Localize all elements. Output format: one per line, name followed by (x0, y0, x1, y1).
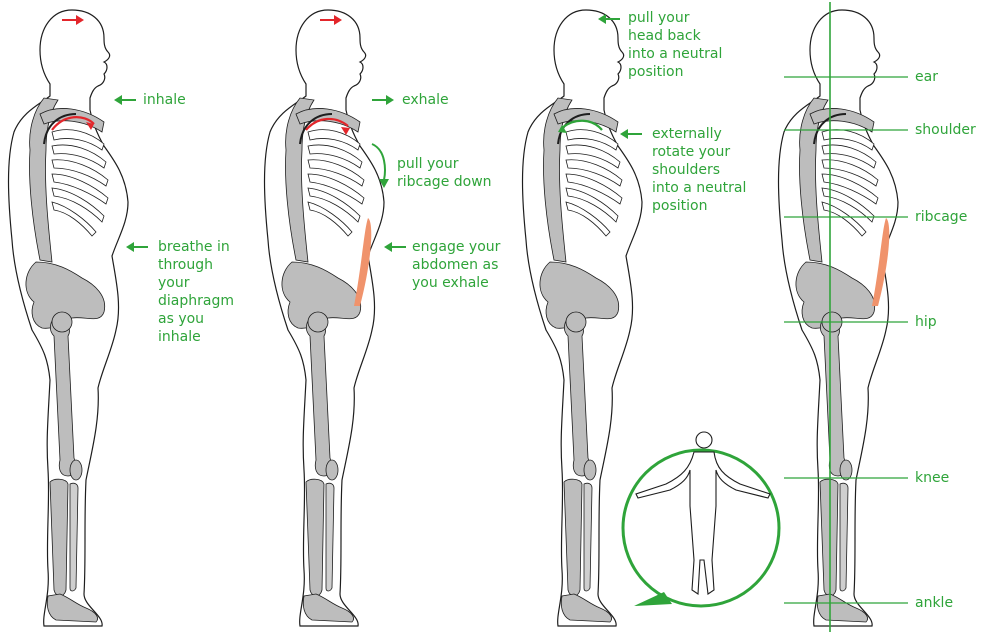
rotate-line: rotate your (652, 143, 746, 161)
knee-label: knee (915, 469, 949, 487)
inhale-label: inhale (143, 91, 186, 109)
green-left-arrow-icon (114, 95, 136, 105)
green-left-arrow-icon (126, 242, 148, 252)
breathe-line: diaphragm (158, 292, 234, 310)
shoulder-label: shoulder (915, 121, 976, 139)
figure-panel-4 (779, 2, 909, 632)
figure-panel-1 (9, 10, 129, 626)
ear-label: ear (915, 68, 938, 86)
rotate-line: shoulders (652, 161, 746, 179)
head-back-line: head back (628, 27, 722, 45)
rotate-line: into a neutral (652, 179, 746, 197)
green-left-arrow-icon (384, 242, 406, 252)
ribcage-label: ribcage (915, 208, 967, 226)
pull-ribcage-line: ribcage down (397, 173, 492, 191)
hip-label: hip (915, 313, 937, 331)
green-left-arrow-icon (620, 129, 642, 139)
rotate-line: position (652, 197, 746, 215)
head-back-line: into a neutral (628, 45, 722, 63)
exhale-label: exhale (402, 91, 449, 109)
green-right-arrow-icon (372, 95, 394, 105)
engage-abdomen-label: engage your abdomen as you exhale (412, 238, 500, 292)
breathe-line: your (158, 274, 234, 292)
breathe-line: as you (158, 310, 234, 328)
breathe-label: breathe in through your diaphragm as you… (158, 238, 234, 346)
head-back-label: pull your head back into a neutral posit… (628, 9, 722, 81)
engage-line: abdomen as (412, 256, 500, 274)
ankle-label: ankle (915, 594, 953, 612)
pull-ribcage-label: pull your ribcage down (397, 155, 492, 191)
head-back-line: pull your (628, 9, 722, 27)
head-back-line: position (628, 63, 722, 81)
rotate-shoulders-label: externally rotate your shoulders into a … (652, 125, 746, 215)
rotate-line: externally (652, 125, 746, 143)
engage-line: you exhale (412, 274, 500, 292)
breathe-line: breathe in (158, 238, 234, 256)
figure-panel-2 (265, 10, 385, 626)
engage-line: engage your (412, 238, 500, 256)
standing-man-icon (623, 432, 779, 606)
breathe-line: inhale (158, 328, 234, 346)
breathe-line: through (158, 256, 234, 274)
figure-panel-3 (523, 10, 780, 626)
pull-ribcage-line: pull your (397, 155, 492, 173)
